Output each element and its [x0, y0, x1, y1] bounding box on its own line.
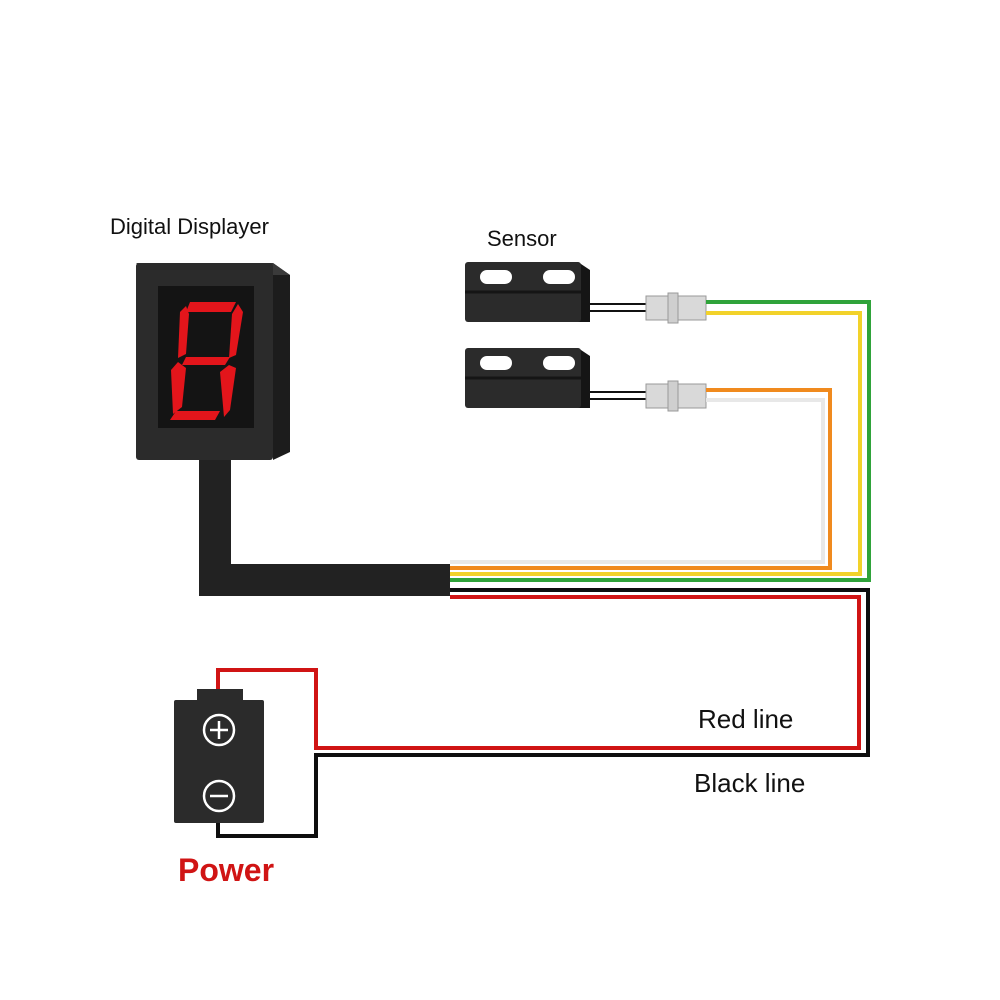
- sensor-1: [465, 262, 707, 324]
- segment-c: [220, 365, 236, 417]
- wire-white: [450, 398, 825, 564]
- segment-e: [171, 362, 186, 414]
- segment-a: [186, 302, 236, 312]
- wire-red: [216, 595, 861, 750]
- sensor-1-connector: [645, 295, 671, 321]
- power-wires: [216, 588, 870, 838]
- segment-f: [178, 306, 189, 358]
- sensor-1-slot-left: [480, 270, 512, 284]
- signal-wires: [450, 300, 871, 582]
- power-label: Power: [178, 852, 275, 888]
- wire-orange: [450, 388, 832, 570]
- sensor-2-connector: [645, 383, 671, 409]
- wire-yellow: [450, 311, 862, 576]
- digital-displayer-label: Digital Displayer: [110, 214, 269, 239]
- sensor-2: [465, 348, 707, 412]
- display-cable: [199, 450, 450, 596]
- wire-green: [450, 300, 871, 582]
- segment-g: [182, 357, 230, 365]
- sensor-2-slot-left: [480, 356, 512, 370]
- digital-displayer: [136, 263, 450, 596]
- plus-icon: [202, 713, 236, 747]
- sensor-1-slot-right: [543, 270, 575, 284]
- segment-b: [229, 304, 243, 358]
- wire-black: [216, 588, 870, 838]
- battery-terminal: [197, 689, 243, 702]
- sensor-2-slot-right: [543, 356, 575, 370]
- battery: [174, 689, 264, 823]
- sensor-label: Sensor: [487, 226, 557, 251]
- battery-body: [174, 700, 264, 823]
- display-side-face: [273, 263, 290, 460]
- black-line-label: Black line: [694, 768, 806, 798]
- segment-d: [170, 411, 220, 420]
- minus-icon: [202, 779, 236, 813]
- red-line-label: Red line: [698, 704, 794, 734]
- seven-segment-digit: [170, 302, 243, 420]
